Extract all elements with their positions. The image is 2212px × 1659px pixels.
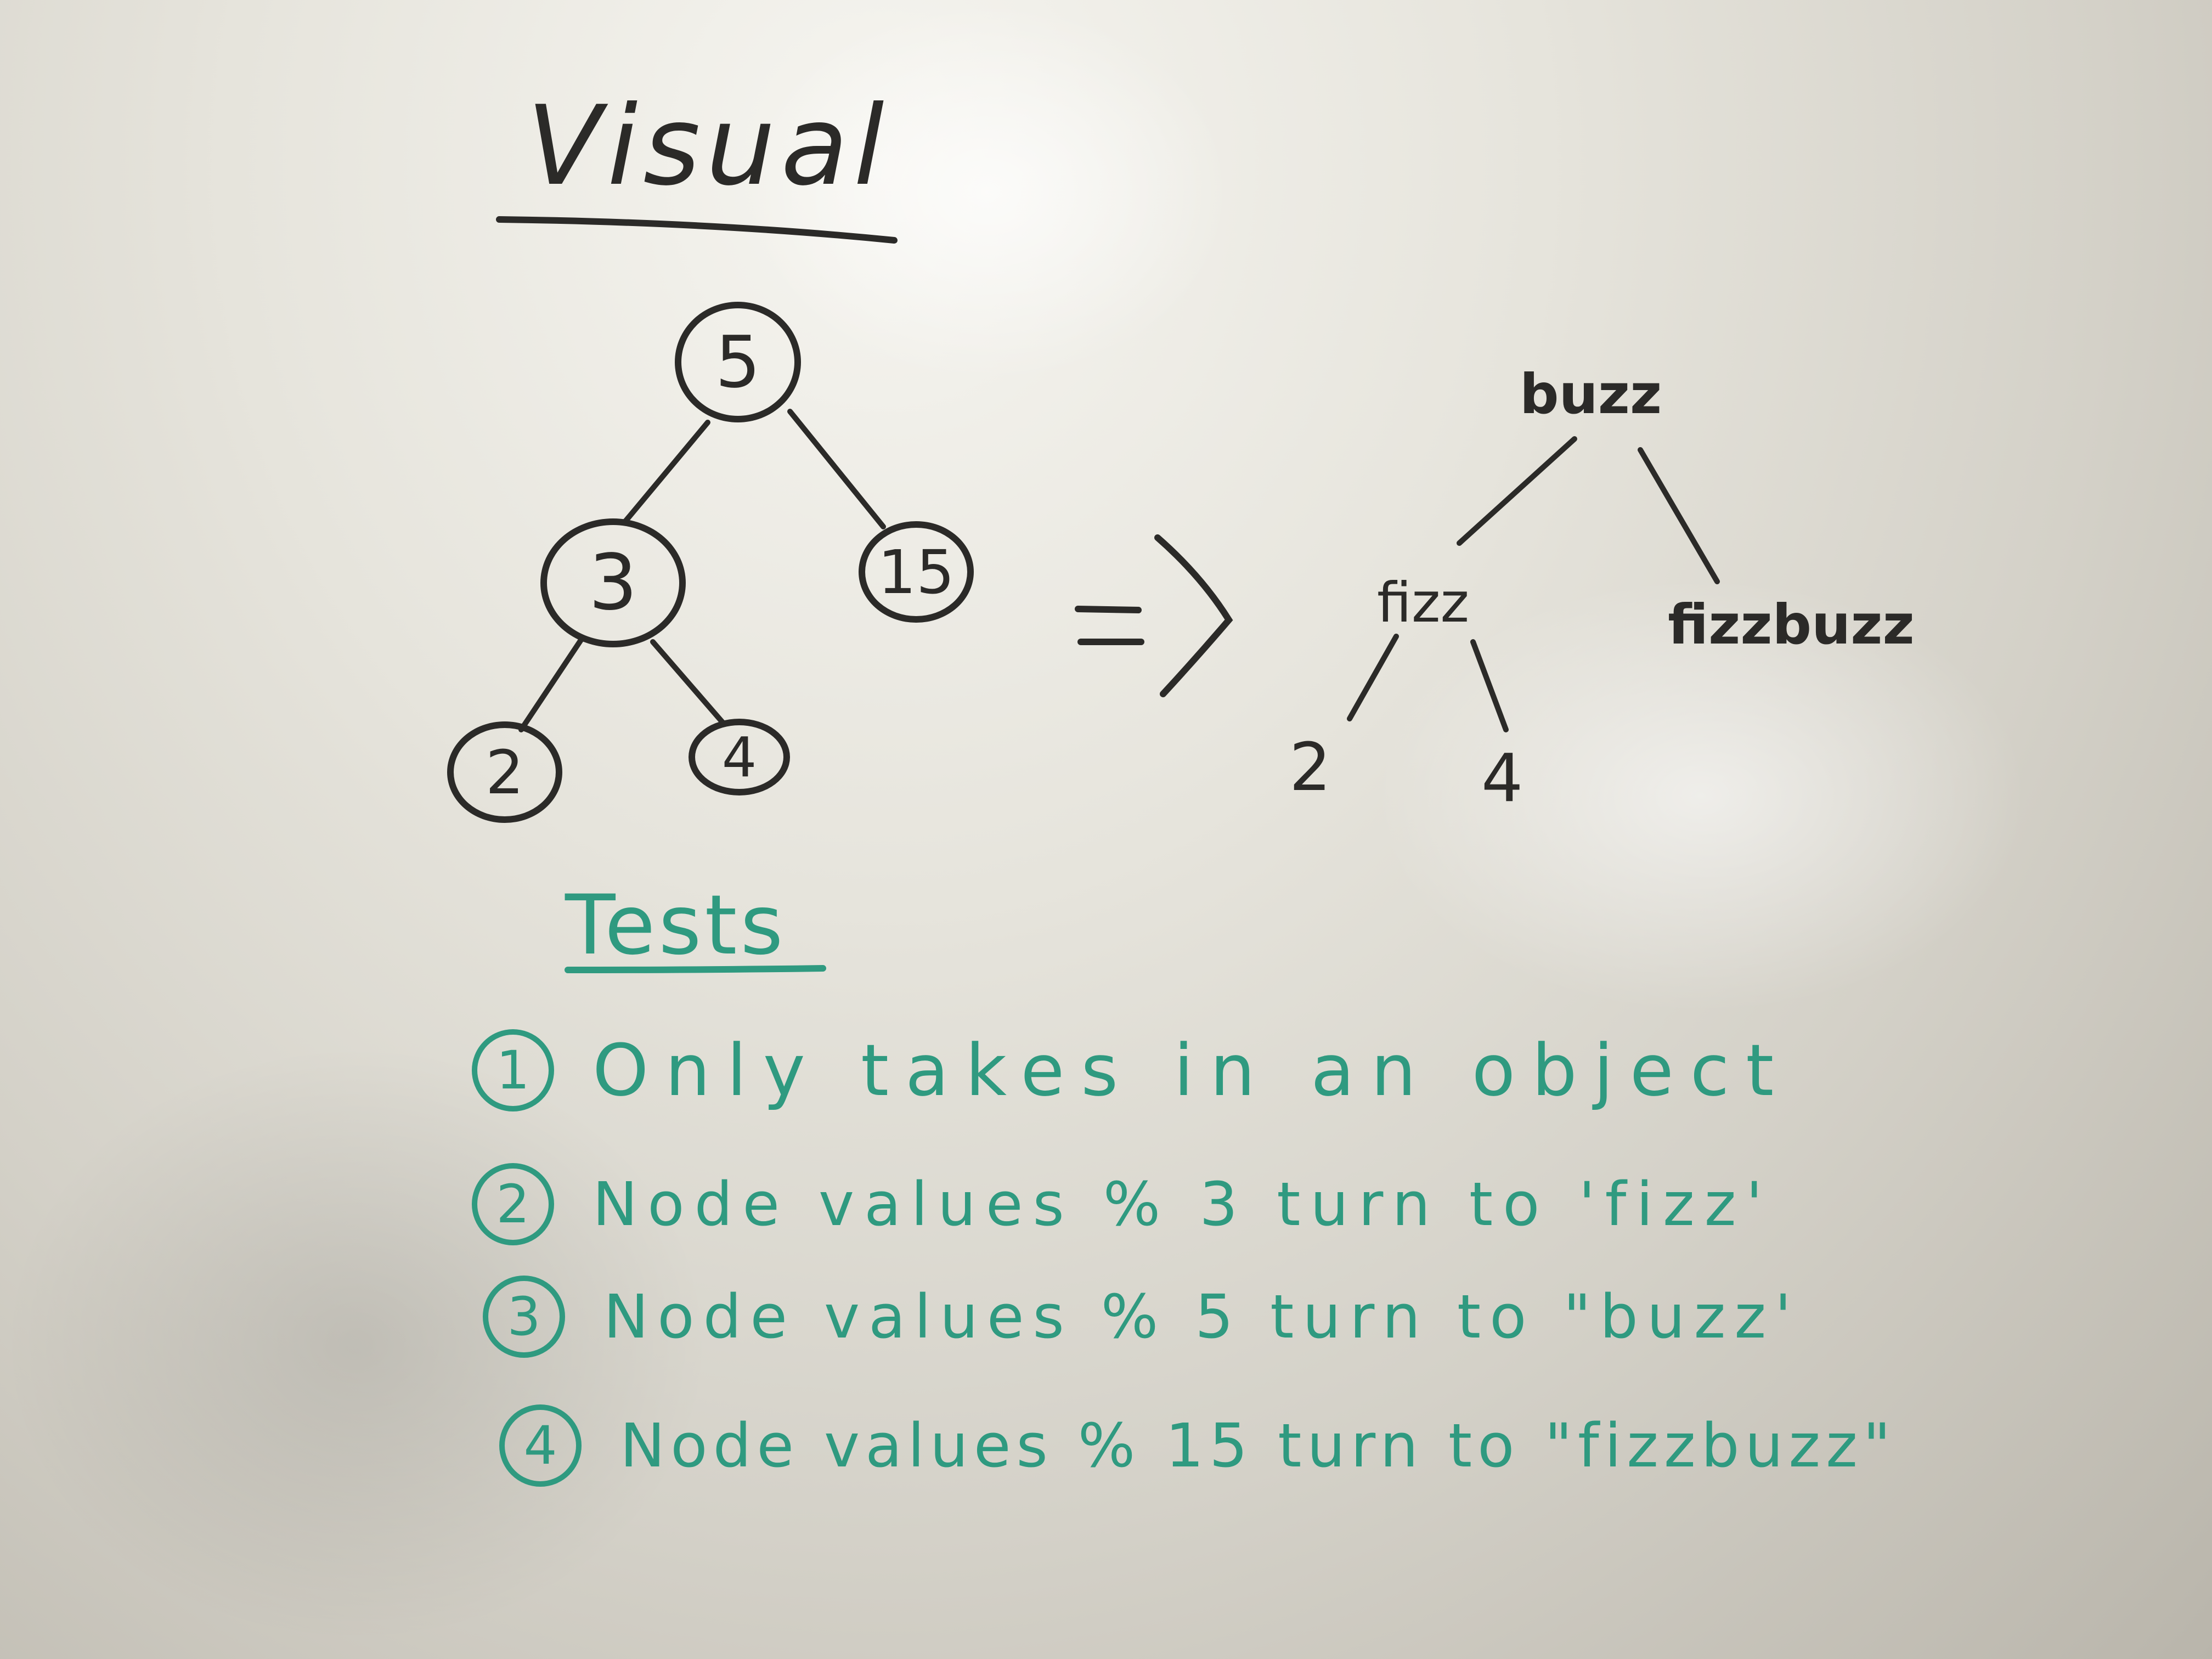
output-node-root: buzz (1520, 362, 1662, 426)
tree-node-root: 5 (675, 302, 801, 422)
title-underline (496, 216, 898, 244)
tree-edge (623, 420, 710, 524)
output-node-left-left: 2 (1289, 730, 1331, 806)
node-value: 4 (721, 725, 757, 789)
arrow-head (1154, 534, 1233, 697)
test-number-badge: 2 (472, 1163, 554, 1245)
tree-node-left-right: 4 (689, 719, 790, 795)
output-node-left: fizz (1377, 571, 1469, 635)
node-value: 15 (878, 537, 955, 607)
shadow (0, 1042, 713, 1646)
tree-edge (650, 639, 727, 727)
node-value: 2 (486, 737, 524, 808)
tree-edge (787, 409, 886, 529)
test-item-4: 4 Node values % 15 turn to "fizzbuzz" (499, 1404, 1896, 1487)
tree-node-left-left: 2 (447, 721, 562, 823)
light-glare (741, 0, 1234, 384)
test-item-2: 2 Node values % 3 turn to 'fizz' (472, 1163, 1773, 1245)
node-value: 5 (715, 320, 761, 404)
tree-edge (1457, 436, 1577, 546)
arrow-line (1075, 606, 1142, 613)
tests-underline (565, 965, 826, 973)
node-value: 3 (588, 538, 638, 628)
test-item-1: 1 Only takes in an object (472, 1029, 1790, 1112)
test-number-badge: 4 (499, 1404, 582, 1487)
tree-edge (1347, 634, 1399, 721)
page-title: Visual (527, 82, 890, 210)
tests-heading: Tests (565, 878, 787, 973)
test-item-3: 3 Node values % 5 turn to "buzz' (483, 1276, 1800, 1358)
tree-node-left: 3 (540, 518, 686, 647)
output-node-right: fizzbuzz (1668, 592, 1915, 657)
test-number-badge: 1 (472, 1029, 554, 1111)
tree-edge (1638, 447, 1720, 584)
test-text: Node values % 5 turn to "buzz' (603, 1282, 1801, 1352)
tree-edge (1470, 639, 1509, 732)
test-text: Node values % 15 turn to "fizzbuzz" (620, 1410, 1897, 1481)
tree-node-right: 15 (859, 521, 974, 623)
light-glare (1372, 576, 2030, 1015)
test-number-badge: 3 (483, 1276, 565, 1358)
output-node-left-right: 4 (1481, 741, 1523, 817)
test-text: Node values % 3 turn to 'fizz' (592, 1169, 1773, 1239)
tree-edge (518, 636, 584, 732)
test-text: Only takes in an object (592, 1029, 1791, 1112)
